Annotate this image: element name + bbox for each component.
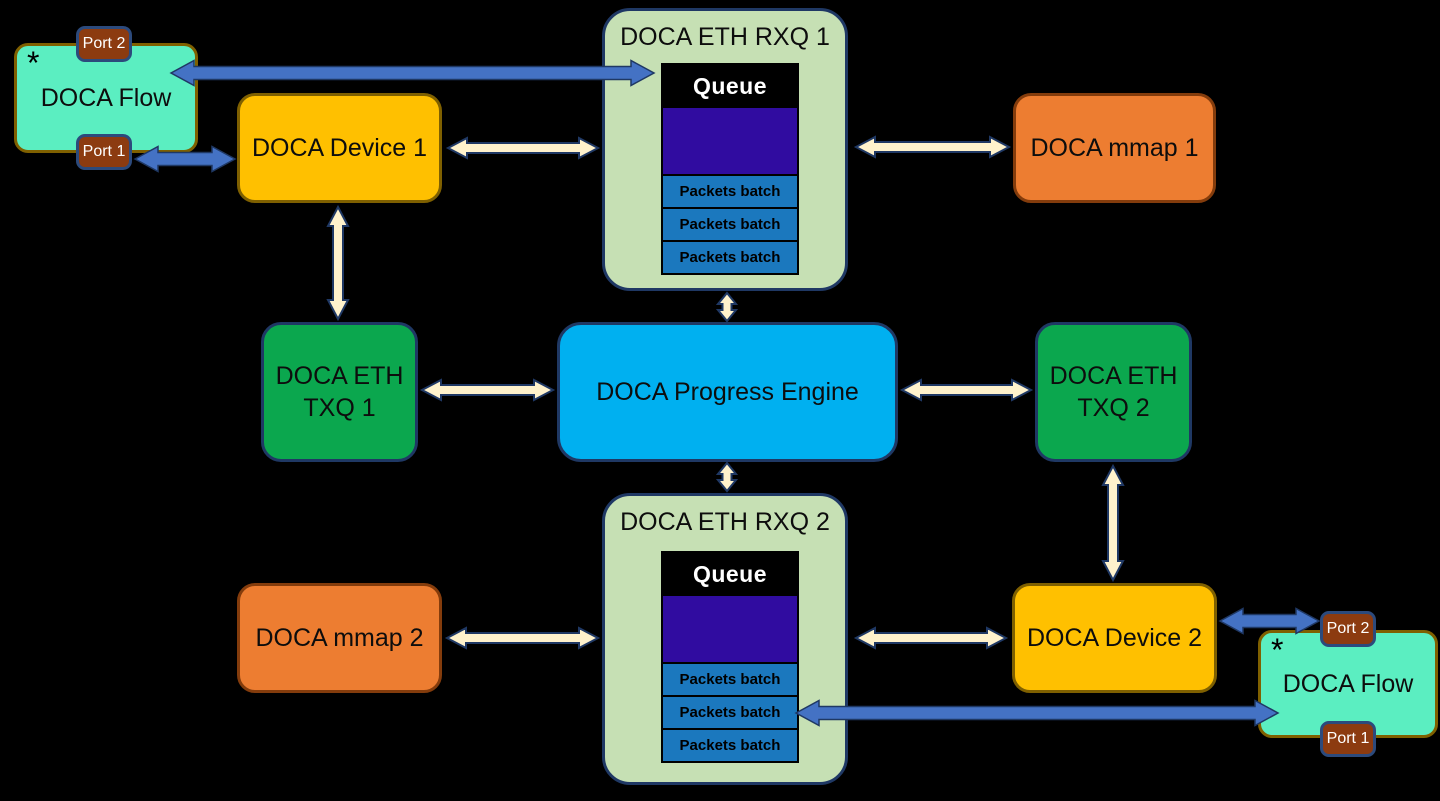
doca-flow-2-label: DOCA Flow	[1282, 669, 1414, 698]
arrow-engine-txq2	[899, 378, 1034, 402]
flow1-port-2-label: Port 2	[82, 35, 126, 52]
doca-progress-engine-box: DOCA Progress Engine	[557, 322, 898, 462]
doca-eth-txq-2-box: DOCA ETH TXQ 2	[1035, 322, 1192, 462]
rxq1-queue-header: Queue	[663, 65, 797, 108]
arrow-txq2-device2	[1101, 463, 1125, 583]
flow1-port-1-badge: Port 1	[76, 134, 132, 170]
flow1-port-2-badge: Port 2	[76, 26, 132, 62]
flow1-asterisk: *	[27, 45, 40, 81]
arrow-flow1-rxq1-queue	[169, 59, 656, 87]
flow2-port-1-label: Port 1	[1326, 730, 1370, 747]
arrow-mmap2-rxq2	[444, 626, 601, 650]
arrow-device1-rxq1	[445, 136, 601, 160]
doca-eth-rxq-1-title: DOCA ETH RXQ 1	[620, 23, 830, 51]
rxq1-packets-batch-2: Packets batch	[663, 207, 797, 240]
doca-device-1-label: DOCA Device 1	[251, 133, 428, 162]
doca-mmap-1-label: DOCA mmap 1	[1030, 133, 1199, 162]
rxq1-queue-empty-region	[663, 108, 797, 174]
doca-device-2-box: DOCA Device 2	[1012, 583, 1217, 693]
flow1-port-1-label: Port 1	[82, 143, 126, 160]
arrow-rxq2-device2	[853, 626, 1009, 650]
doca-mmap-2-box: DOCA mmap 2	[237, 583, 442, 693]
arrow-rxq1-mmap1	[853, 135, 1012, 159]
doca-eth-txq-1-box: DOCA ETH TXQ 1	[261, 322, 418, 462]
doca-eth-txq-2-label: DOCA ETH TXQ 2	[1049, 361, 1178, 423]
flow2-port-2-badge: Port 2	[1320, 611, 1376, 647]
rxq2-packets-batch-3: Packets batch	[663, 728, 797, 761]
rxq1-queue: Queue Packets batch Packets batch Packet…	[661, 63, 799, 275]
arrow-rxq1-engine	[715, 291, 739, 323]
rxq2-packets-batch-1: Packets batch	[663, 662, 797, 695]
doca-flow-1-label: DOCA Flow	[40, 83, 172, 112]
arrow-rxq2-batch-flow2	[794, 699, 1280, 727]
doca-eth-rxq-2-box: DOCA ETH RXQ 2 Queue Packets batch Packe…	[602, 493, 848, 785]
arrow-device1-txq1	[326, 204, 350, 322]
doca-eth-rxq-1-box: DOCA ETH RXQ 1 Queue Packets batch Packe…	[602, 8, 848, 291]
doca-mmap-2-label: DOCA mmap 2	[255, 623, 424, 652]
rxq1-packets-batch-1: Packets batch	[663, 174, 797, 207]
flow2-asterisk: *	[1271, 632, 1284, 668]
rxq2-packets-batch-2: Packets batch	[663, 695, 797, 728]
doca-progress-engine-label: DOCA Progress Engine	[596, 377, 859, 406]
rxq1-packets-batch-3: Packets batch	[663, 240, 797, 273]
doca-mmap-1-box: DOCA mmap 1	[1013, 93, 1216, 203]
arrow-engine-rxq2	[715, 461, 739, 493]
doca-eth-txq-1-label: DOCA ETH TXQ 1	[275, 361, 404, 423]
arrow-txq1-engine	[419, 378, 556, 402]
rxq2-queue-header: Queue	[663, 553, 797, 596]
doca-device-1-box: DOCA Device 1	[237, 93, 442, 203]
flow2-port-2-label: Port 2	[1326, 620, 1370, 637]
doca-device-2-label: DOCA Device 2	[1026, 623, 1203, 652]
rxq2-queue: Queue Packets batch Packets batch Packet…	[661, 551, 799, 763]
doca-eth-rxq-2-title: DOCA ETH RXQ 2	[620, 508, 830, 536]
flow2-port-1-badge: Port 1	[1320, 721, 1376, 757]
rxq2-queue-empty-region	[663, 596, 797, 662]
